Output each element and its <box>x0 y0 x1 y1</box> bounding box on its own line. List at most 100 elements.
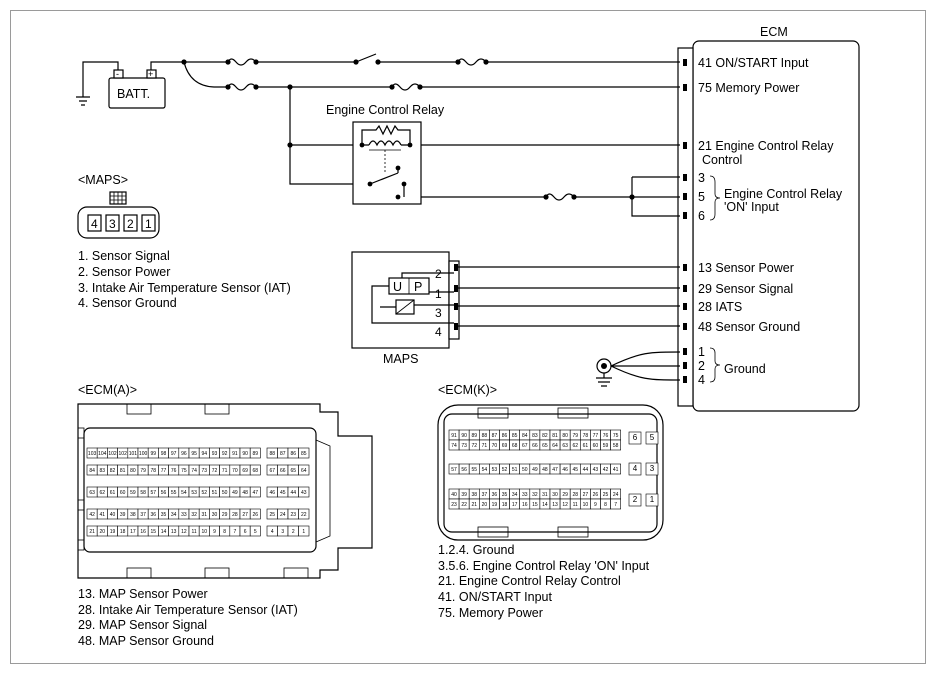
ecm-a-pin: 100 <box>139 451 148 457</box>
ecm-k-pin: 7 <box>614 502 617 508</box>
ecm-a-pin: 89 <box>253 451 259 457</box>
ecm-k-pin: 24 <box>613 492 619 498</box>
ecm-k-pin: 58 <box>613 443 619 449</box>
ecm-a-pin: 96 <box>181 451 187 457</box>
ecm-a-pin: 42 <box>89 512 95 518</box>
ecm-ground-label: Ground <box>724 362 766 376</box>
ecm-a-pin: 48 <box>242 490 248 496</box>
ecm-a-pin: 54 <box>181 490 187 496</box>
ecm-a-pin: 80 <box>130 468 136 474</box>
ecm-a-pin: 46 <box>269 490 275 496</box>
ecm-a-pin: 77 <box>161 468 167 474</box>
ecm-a-pin: 4 <box>271 529 274 535</box>
ecm-pin-5-label: 5 <box>698 190 705 204</box>
ecm-k-pin: 50 <box>522 467 528 473</box>
ecm-k-pin: 57 <box>451 467 457 473</box>
ecm-a-pin: 88 <box>269 451 275 457</box>
ecm-a-pin: 56 <box>161 490 167 496</box>
ecm-k-pin: 38 <box>471 492 477 498</box>
ecm-k-pin: 17 <box>512 502 518 508</box>
ecm-k-side-pin: 2 <box>633 495 638 504</box>
ecm-a-pin: 53 <box>191 490 197 496</box>
ecm-k-pin: 74 <box>451 443 457 449</box>
ecm-k-pin: 12 <box>562 502 568 508</box>
maps-conn-pin-4: 4 <box>91 217 98 231</box>
ecm-a-pin: 47 <box>253 490 259 496</box>
ecm-a-pin: 84 <box>89 468 95 474</box>
ecm-k-pin: 82 <box>542 433 548 439</box>
ecm-k-side-pin-cell <box>645 493 659 507</box>
ecm-a-pin: 20 <box>100 529 106 535</box>
maps-legend-3: 3. Intake Air Temperature Sensor (IAT) <box>78 281 291 295</box>
ecm-k-pin: 55 <box>471 467 477 473</box>
ecm-a-pin: 30 <box>212 512 218 518</box>
ecm-a-pin-cell <box>298 464 310 476</box>
ecm-a-pin: 15 <box>151 529 157 535</box>
ecm-k-legend-4: 41. ON/START Input <box>438 590 552 604</box>
ecm-k-side-pin-cell <box>645 462 659 476</box>
ecm-k-pin: 54 <box>482 467 488 473</box>
ecm-k-pin: 75 <box>613 433 619 439</box>
ecm-gnd-pin-2-label: 2 <box>698 359 705 373</box>
ecm-k-pin: 16 <box>522 502 528 508</box>
ecm-k-pin: 37 <box>482 492 488 498</box>
ecm-a-pin: 18 <box>120 529 126 535</box>
ecm-a-pin: 28 <box>232 512 238 518</box>
ecm-k-pin: 72 <box>471 443 477 449</box>
ecm-a-pin: 24 <box>280 512 286 518</box>
relay-on-brace <box>709 175 721 221</box>
ecm-a-pin: 43 <box>301 490 307 496</box>
ecm-pin-29-label: 29 Sensor Signal <box>698 282 793 296</box>
ecm-k-side-pin-cell <box>628 431 642 445</box>
ecm-a-pin: 6 <box>244 529 247 535</box>
ecm-a-pin: 51 <box>212 490 218 496</box>
maps-sensor: U P 2 1 3 4 <box>351 251 680 349</box>
ecm-k-pin: 13 <box>552 502 558 508</box>
ecm-k-side-pin-cell <box>645 431 659 445</box>
ecm-k-pin: 44 <box>583 467 589 473</box>
ecm-k-pin: 53 <box>492 467 498 473</box>
maps-u-label: U <box>393 280 402 294</box>
ecm-a-legend-2: 28. Intake Air Temperature Sensor (IAT) <box>78 603 298 617</box>
ecm-a-pin: 23 <box>290 512 296 518</box>
ecm-k-pin: 62 <box>572 443 578 449</box>
ecm-a-pin: 39 <box>120 512 126 518</box>
ecm-a-pin: 45 <box>280 490 286 496</box>
ecm-k-legend-3: 21. Engine Control Relay Control <box>438 574 621 588</box>
ecm-a-pin: 58 <box>140 490 146 496</box>
ecm-a-pin-cell <box>249 508 261 520</box>
ecm-a-legend-3: 29. MAP Sensor Signal <box>78 618 207 632</box>
ecm-a-pin: 37 <box>140 512 146 518</box>
ecm-k-pin: 52 <box>502 467 508 473</box>
ecm-k-pin: 26 <box>593 492 599 498</box>
ecm-pin-41-label: 41 ON/START Input <box>698 56 809 70</box>
ecm-a-pin: 61 <box>110 490 116 496</box>
ecm-k-pin: 80 <box>562 433 568 439</box>
ecm-k-title: <ECM(K)> <box>438 383 497 397</box>
ecm-k-pin: 28 <box>572 492 578 498</box>
ecm-a-pin: 8 <box>223 529 226 535</box>
power-wires <box>183 53 680 217</box>
ecm-a-pin: 63 <box>89 490 95 496</box>
ecm-k-pin: 60 <box>593 443 599 449</box>
ecm-connector-strip <box>677 47 694 407</box>
maps-pin-3: 3 <box>435 306 442 320</box>
ecm-a-pin: 94 <box>202 451 208 457</box>
ecm-a-pin: 25 <box>269 512 275 518</box>
ecm-a-pin: 102 <box>108 451 117 457</box>
ecm-a-pin: 35 <box>161 512 167 518</box>
ecm-a-pin: 74 <box>191 468 197 474</box>
ecm-a-pin: 7 <box>234 529 237 535</box>
ecm-k-pin: 89 <box>471 433 477 439</box>
ecm-a-pin: 75 <box>181 468 187 474</box>
maps-pin-4: 4 <box>435 325 442 339</box>
ecm-k-pin: 73 <box>461 443 467 449</box>
ecm-pin-75-label: 75 Memory Power <box>698 81 799 95</box>
ecm-k-pin: 87 <box>492 433 498 439</box>
ecm-a-pin: 22 <box>301 512 307 518</box>
ecm-k-side-pin: 1 <box>650 495 655 504</box>
